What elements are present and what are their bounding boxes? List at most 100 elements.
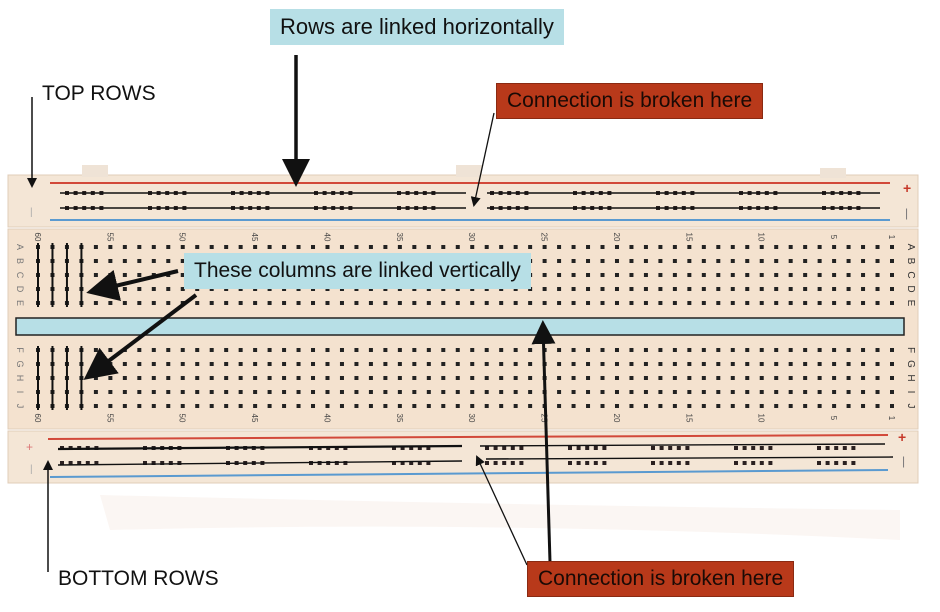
terminal-hole — [528, 390, 533, 394]
terminal-hole — [122, 404, 127, 408]
terminal-hole — [557, 348, 562, 352]
terminal-hole — [426, 301, 431, 305]
terminal-hole — [122, 259, 127, 263]
rail-hole — [668, 446, 673, 450]
terminal-hole — [557, 301, 562, 305]
terminal-hole — [701, 301, 706, 305]
terminal-hole — [354, 390, 359, 394]
terminal-hole — [238, 348, 243, 352]
columns-linked-callout: These columns are linked vertically — [184, 253, 531, 289]
terminal-hole — [484, 301, 489, 305]
terminal-hole — [643, 259, 648, 263]
terminal-hole — [180, 390, 185, 394]
terminal-hole — [151, 259, 156, 263]
terminal-hole — [267, 245, 272, 249]
rail-hole — [676, 446, 681, 450]
terminal-hole — [730, 259, 735, 263]
terminal-hole — [774, 245, 779, 249]
row-letter: E — [905, 300, 916, 307]
terminal-hole — [846, 287, 851, 291]
bottom-rail-link-line-2-right — [485, 456, 894, 460]
terminal-hole — [137, 287, 142, 291]
terminal-hole — [166, 245, 171, 249]
terminal-hole — [311, 348, 316, 352]
terminal-hole — [253, 362, 258, 366]
terminal-hole — [817, 301, 822, 305]
terminal-hole — [629, 376, 634, 380]
rail-hole — [493, 461, 498, 465]
terminal-hole — [701, 390, 706, 394]
terminal-hole — [542, 245, 547, 249]
terminal-hole — [166, 376, 171, 380]
terminal-hole — [643, 287, 648, 291]
terminal-hole — [513, 245, 518, 249]
terminal-hole — [542, 287, 547, 291]
terminal-hole — [817, 390, 822, 394]
bottom-rail-minus: | — [902, 454, 905, 468]
terminal-hole — [383, 404, 388, 408]
rail-hole — [817, 446, 821, 450]
terminal-hole — [528, 404, 533, 408]
center-channel-highlight — [15, 317, 905, 336]
terminal-hole — [122, 287, 127, 291]
terminal-hole — [339, 245, 344, 249]
terminal-hole — [846, 404, 851, 408]
terminal-hole — [586, 404, 591, 408]
column-number: 40 — [322, 233, 331, 242]
rail-hole — [842, 461, 847, 465]
terminal-hole — [571, 390, 576, 394]
terminal-hole — [687, 245, 692, 249]
terminal-hole — [528, 376, 533, 380]
terminal-hole — [557, 259, 562, 263]
terminal-hole — [296, 348, 301, 352]
terminal-hole — [586, 390, 591, 394]
terminal-hole — [484, 376, 489, 380]
rail-hole — [510, 461, 515, 465]
terminal-hole — [397, 390, 402, 394]
terminal-hole — [368, 390, 373, 394]
terminal-hole — [137, 273, 142, 277]
top-break-arrow — [470, 112, 495, 207]
terminal-hole — [253, 245, 258, 249]
terminal-hole — [745, 348, 750, 352]
terminal-hole — [238, 390, 243, 394]
terminal-hole — [745, 362, 750, 366]
terminal-hole — [875, 362, 880, 366]
column-number: 55 — [105, 414, 114, 423]
terminal-hole — [832, 348, 837, 352]
rail-hole — [409, 446, 414, 450]
terminal-hole — [658, 287, 663, 291]
terminal-hole — [93, 362, 98, 366]
terminal-hole — [267, 404, 272, 408]
terminal-hole — [426, 348, 431, 352]
terminal-hole — [282, 245, 287, 249]
bottom-break-callout: Connection is broken here — [527, 561, 795, 597]
terminal-hole — [890, 245, 894, 249]
bottom-red-rail-line — [47, 434, 889, 440]
terminal-hole — [803, 301, 808, 305]
rail-hole — [400, 461, 405, 465]
terminal-hole — [600, 287, 605, 291]
terminal-hole — [875, 287, 880, 291]
terminal-hole — [383, 390, 388, 394]
terminal-hole — [339, 362, 344, 366]
rail-hole — [751, 446, 756, 450]
terminal-hole — [93, 245, 98, 249]
rail-hole — [768, 461, 773, 465]
terminal-hole — [484, 348, 489, 352]
terminal-hole — [499, 301, 504, 305]
column-number: 1 — [887, 416, 896, 421]
terminal-hole — [629, 301, 634, 305]
terminal-hole — [846, 245, 851, 249]
terminal-hole — [93, 376, 98, 380]
rail-hole — [392, 461, 396, 465]
terminal-hole — [267, 390, 272, 394]
column-number: 10 — [757, 233, 766, 242]
terminal-hole — [397, 404, 402, 408]
rail-hole — [94, 461, 99, 465]
terminal-hole — [600, 273, 605, 277]
rail-hole — [834, 446, 839, 450]
terminal-hole — [325, 362, 330, 366]
terminal-hole — [93, 348, 98, 352]
terminal-hole — [658, 376, 663, 380]
